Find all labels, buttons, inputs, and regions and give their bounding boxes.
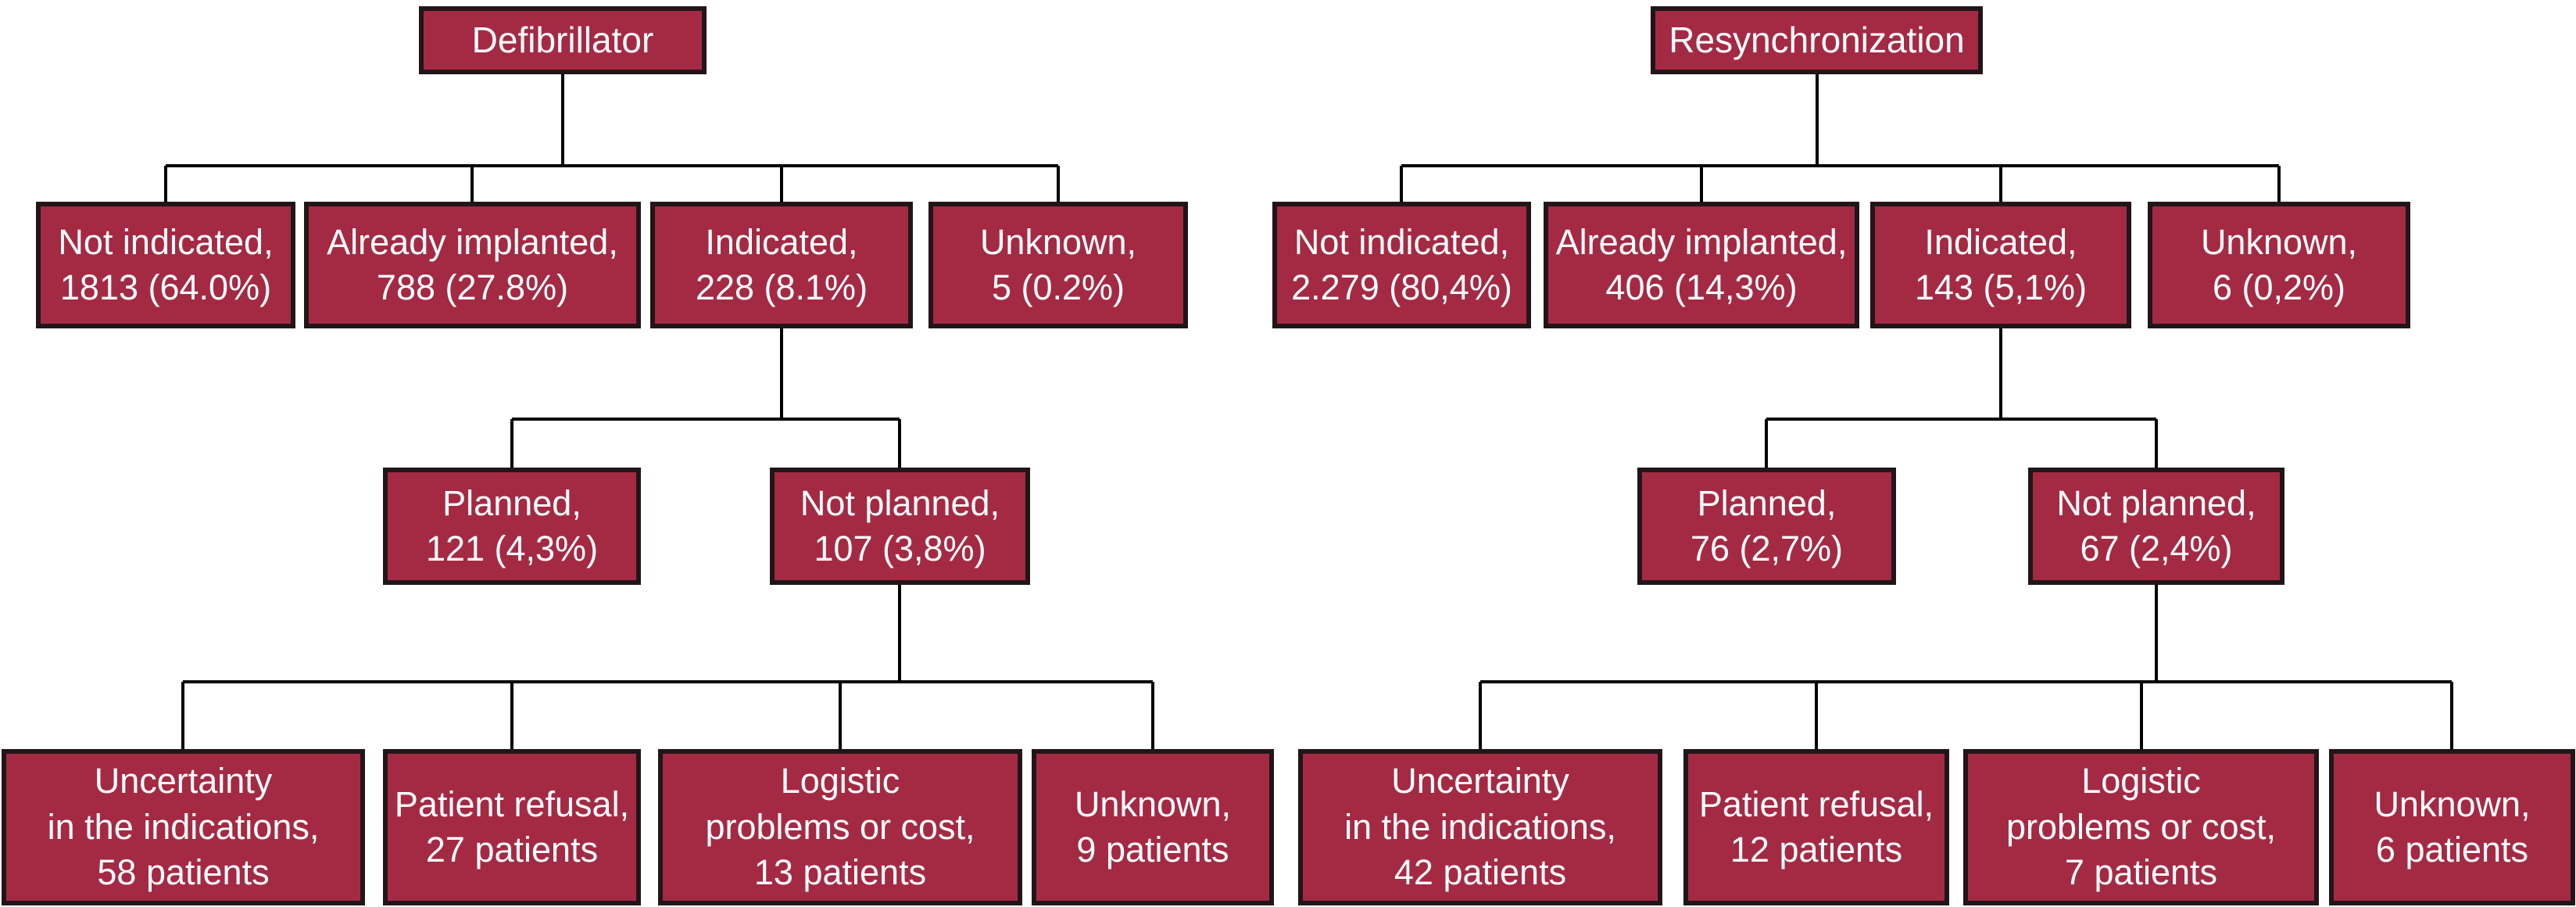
resync-already-implanted-label: Already implanted, <box>1555 221 1848 262</box>
resync-not-planned-box: Not planned, 67 (2,4%) <box>2028 468 2284 585</box>
defib-patient-refusal-value: 27 patients <box>425 830 599 869</box>
resync-planned-value: 76 (2,7%) <box>1690 529 1844 568</box>
resync-planned-label: Planned, <box>1697 482 1837 523</box>
resync-not-planned-value: 67 (2,4%) <box>2080 529 2233 568</box>
defib-logistic-label: Logistic problems or cost, <box>705 761 975 847</box>
resync-logistic-box: Logistic problems or cost, 7 patients <box>1963 749 2319 905</box>
resync-root-box: Resynchronization <box>1651 6 1983 74</box>
defib-not-planned-value: 107 (3,8%) <box>814 529 986 568</box>
resync-unknown-label: Unknown, <box>2200 221 2358 262</box>
resync-not-indicated-box: Not indicated, 2.279 (80,4%) <box>1272 202 1531 328</box>
defib-unknown-box: Unknown, 5 (0.2%) <box>928 202 1188 328</box>
resync-uncertainty-value: 42 patients <box>1394 852 1567 893</box>
defib-already-implanted-label: Already implanted, <box>327 221 618 262</box>
defib-already-implanted-value: 788 (27.8%) <box>376 267 569 307</box>
resync-not-indicated-label: Not indicated, <box>1293 221 1510 262</box>
resync-patient-refusal-value: 12 patients <box>1730 830 1903 869</box>
defib-logistic-box: Logistic problems or cost, 13 patients <box>658 749 1022 905</box>
defib-unknown-reason-label: Unknown, <box>1074 783 1232 824</box>
defib-uncertainty-box: Uncertainty in the indications, 58 patie… <box>2 749 365 905</box>
resync-already-implanted-value: 406 (14,3%) <box>1605 267 1798 307</box>
defib-patient-refusal-label: Patient refusal, <box>394 783 630 824</box>
resync-unknown-value: 6 (0,2%) <box>2212 267 2346 307</box>
resync-indicated-label: Indicated, <box>1924 221 2077 262</box>
defib-planned-box: Planned, 121 (4,3%) <box>383 468 641 585</box>
defib-patient-refusal-box: Patient refusal, 27 patients <box>383 749 641 905</box>
defib-root-label: Defibrillator <box>471 19 654 60</box>
resync-logistic-label: Logistic problems or cost, <box>2005 761 2277 847</box>
defib-unknown-reason-box: Unknown, 9 patients <box>1032 749 1274 905</box>
resynchronization-connectors <box>1400 70 2453 755</box>
resync-unknown-reason-value: 6 patients <box>2375 830 2529 869</box>
resync-already-implanted-box: Already implanted, 406 (14,3%) <box>1544 202 1859 328</box>
defib-not-indicated-box: Not indicated, 1813 (64.0%) <box>36 202 295 328</box>
resync-root-label: Resynchronization <box>1669 19 1965 60</box>
resync-not-indicated-value: 2.279 (80,4%) <box>1291 267 1512 307</box>
resync-unknown-reason-label: Unknown, <box>2374 783 2531 824</box>
resync-indicated-value: 143 (5,1%) <box>1914 267 2088 307</box>
resync-uncertainty-label: Uncertainty in the indications, <box>1344 761 1616 847</box>
defib-planned-label: Planned, <box>442 482 581 523</box>
defib-uncertainty-label: Uncertainty in the indications, <box>47 761 320 847</box>
resync-planned-box: Planned, 76 (2,7%) <box>1637 468 1896 585</box>
defib-logistic-value: 13 patients <box>753 852 927 893</box>
defib-indicated-box: Indicated, 228 (8.1%) <box>650 202 913 328</box>
defib-indicated-label: Indicated, <box>705 221 858 262</box>
defib-uncertainty-value: 58 patients <box>97 852 270 893</box>
defib-indicated-value: 228 (8.1%) <box>695 267 868 307</box>
defib-planned-value: 121 (4,3%) <box>425 529 599 568</box>
defib-not-planned-box: Not planned, 107 (3,8%) <box>770 468 1030 585</box>
resync-patient-refusal-label: Patient refusal, <box>1698 783 1934 824</box>
resync-not-planned-label: Not planned, <box>2056 482 2256 523</box>
defibrillator-connectors <box>164 70 1154 755</box>
resync-unknown-reason-box: Unknown, 6 patients <box>2329 749 2575 905</box>
defib-not-indicated-label: Not indicated, <box>58 221 274 262</box>
resync-logistic-value: 7 patients <box>2064 852 2218 893</box>
defib-unknown-value: 5 (0.2%) <box>991 267 1125 307</box>
defib-not-planned-label: Not planned, <box>800 482 1000 523</box>
defib-unknown-reason-value: 9 patients <box>1076 830 1229 869</box>
resync-unknown-box: Unknown, 6 (0,2%) <box>2148 202 2410 328</box>
defib-already-implanted-box: Already implanted, 788 (27.8%) <box>304 202 641 328</box>
resync-uncertainty-box: Uncertainty in the indications, 42 patie… <box>1298 749 1662 905</box>
defib-not-indicated-value: 1813 (64.0%) <box>59 267 272 307</box>
resync-patient-refusal-box: Patient refusal, 12 patients <box>1683 749 1949 905</box>
defib-root-box: Defibrillator <box>419 6 707 74</box>
defib-unknown-label: Unknown, <box>979 221 1137 262</box>
resync-indicated-box: Indicated, 143 (5,1%) <box>1870 202 2131 328</box>
